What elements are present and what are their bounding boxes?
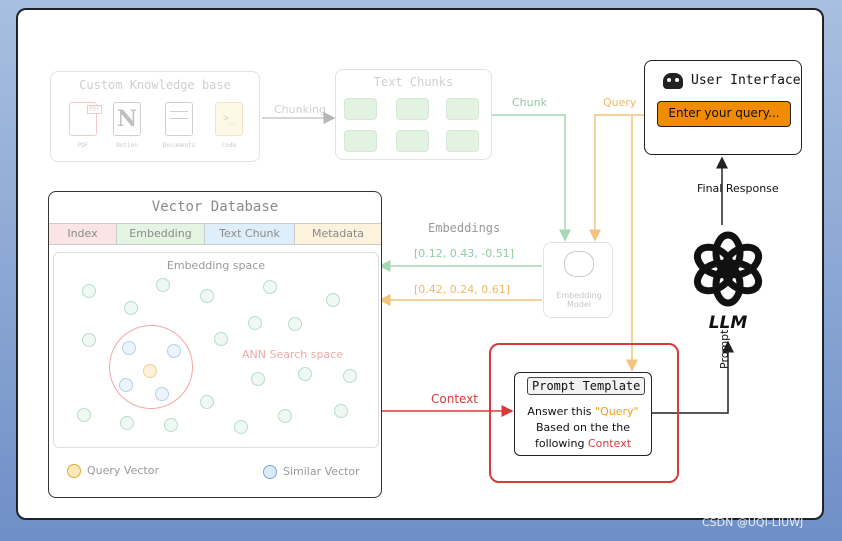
prompt-template-box: Prompt Template Answer this "Query" Base…	[514, 372, 652, 456]
knowledge-base-box: Custom Knowledge base PDF PDF N Notion D…	[50, 71, 260, 162]
embedding-model-box: Embedding Model	[543, 242, 613, 318]
text-chunk	[396, 98, 429, 120]
query-label: Query	[603, 96, 637, 109]
embedding-model-label: Embedding Model	[556, 291, 602, 309]
text-chunk	[344, 98, 377, 120]
text-chunks-box: Text Chunks	[335, 69, 492, 160]
column-embedding: Embedding	[117, 224, 205, 244]
final-response-label: Final Response	[697, 182, 779, 195]
user-interface-title: User Interface	[691, 73, 801, 88]
embedding-space-box: Embedding space ANN Search space	[53, 252, 379, 448]
prompt-template-body: Answer this "Query" Based on the the fol…	[527, 405, 639, 450]
ann-search-label: ANN Search space	[242, 348, 344, 361]
legend-similar-label: Similar Vector	[283, 465, 360, 478]
brain-icon	[564, 251, 594, 277]
embedding-space-label: Embedding space	[166, 259, 266, 272]
text-chunk	[344, 130, 377, 152]
column-metadata: Metadata	[295, 224, 381, 244]
embedding-vector-1: [0.12, 0.43, -0.51]	[414, 247, 515, 260]
llm-label: LLM	[708, 313, 748, 333]
openai-logo-icon	[688, 229, 768, 309]
notion-icon: N	[113, 102, 141, 136]
legend-query-dot	[67, 464, 81, 478]
prompt-template-title: Prompt Template	[527, 377, 646, 395]
documents-icon	[165, 102, 193, 136]
query-input[interactable]: Enter your query...	[657, 101, 791, 127]
prompt-label: Prompt	[718, 329, 731, 369]
chunking-label: Chunking	[274, 103, 326, 116]
query-arrow-to-model	[589, 114, 644, 242]
watermark: CSDN @UQI-LIUWJ	[702, 516, 804, 529]
context-placeholder: Context	[587, 437, 632, 450]
user-interface-box: User Interface Enter your query...	[644, 60, 802, 155]
embedding-vector-2: [0.42, 0.24, 0.61]	[414, 283, 511, 296]
notion-label: Notion	[116, 142, 138, 149]
text-chunks-title: Text Chunks	[373, 75, 454, 89]
knowledge-base-title: Custom Knowledge base	[79, 78, 231, 92]
legend-similar-dot	[263, 465, 277, 479]
vector-database-title: Vector Database	[151, 199, 279, 215]
ann-search-circle	[109, 325, 193, 409]
query-placeholder: "Query"	[595, 405, 639, 418]
pdf-icon: PDF	[69, 102, 102, 136]
column-index: Index	[49, 224, 117, 244]
text-chunk	[446, 130, 479, 152]
vector-database-box: Vector Database Index Embedding Text Chu…	[48, 191, 382, 498]
legend-query-label: Query Vector	[87, 464, 159, 477]
code-label: Code	[221, 142, 237, 149]
text-chunk	[446, 98, 479, 120]
context-label: Context	[431, 392, 479, 406]
vector-db-column-header: Index Embedding Text Chunk Metadata	[49, 223, 381, 245]
robot-icon	[663, 73, 683, 89]
documents-label: Documents	[162, 142, 196, 149]
code-icon: >_	[215, 102, 243, 136]
chunk-arrow	[492, 114, 571, 242]
chunk-label: Chunk	[512, 96, 547, 109]
prompt-template-highlight	[489, 343, 679, 483]
text-chunk	[396, 130, 429, 152]
pdf-label: PDF	[77, 142, 89, 149]
embeddings-label: Embeddings	[428, 221, 501, 235]
column-text-chunk: Text Chunk	[205, 224, 295, 244]
